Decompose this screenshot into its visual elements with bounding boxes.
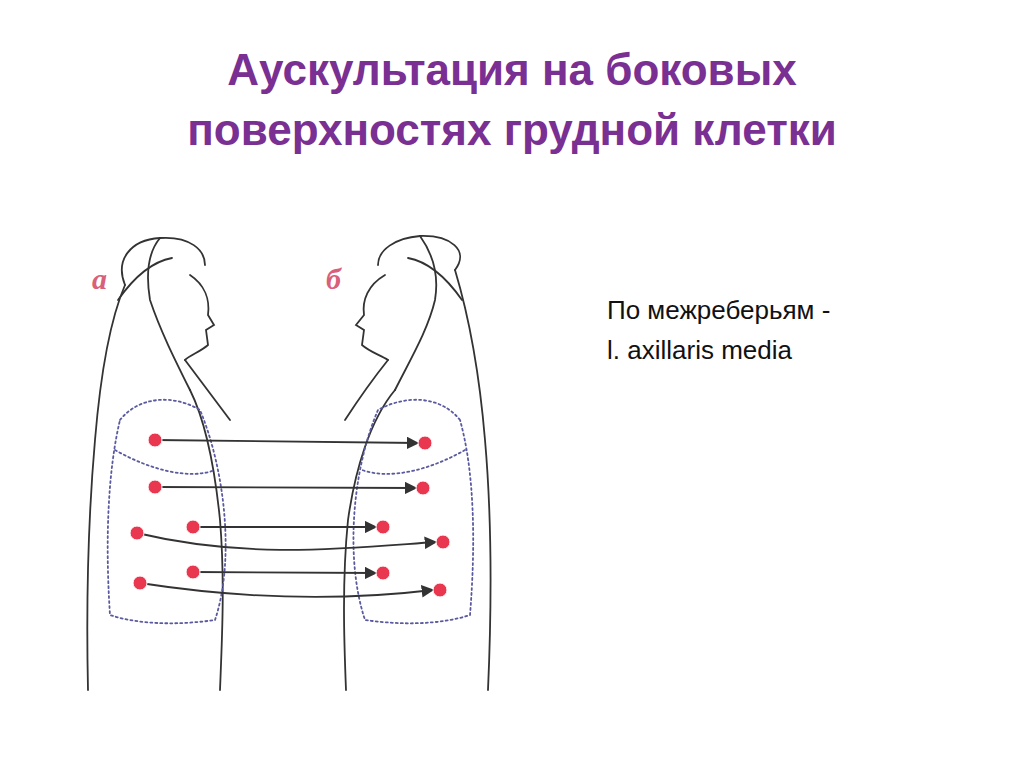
slide-title: Аускультация на боковых поверхностях гру… bbox=[72, 40, 952, 160]
figure-letter: а bbox=[92, 262, 107, 296]
figure-letter: б bbox=[326, 262, 341, 296]
note-text: По межреберьям - l. axillaris media bbox=[607, 290, 847, 370]
